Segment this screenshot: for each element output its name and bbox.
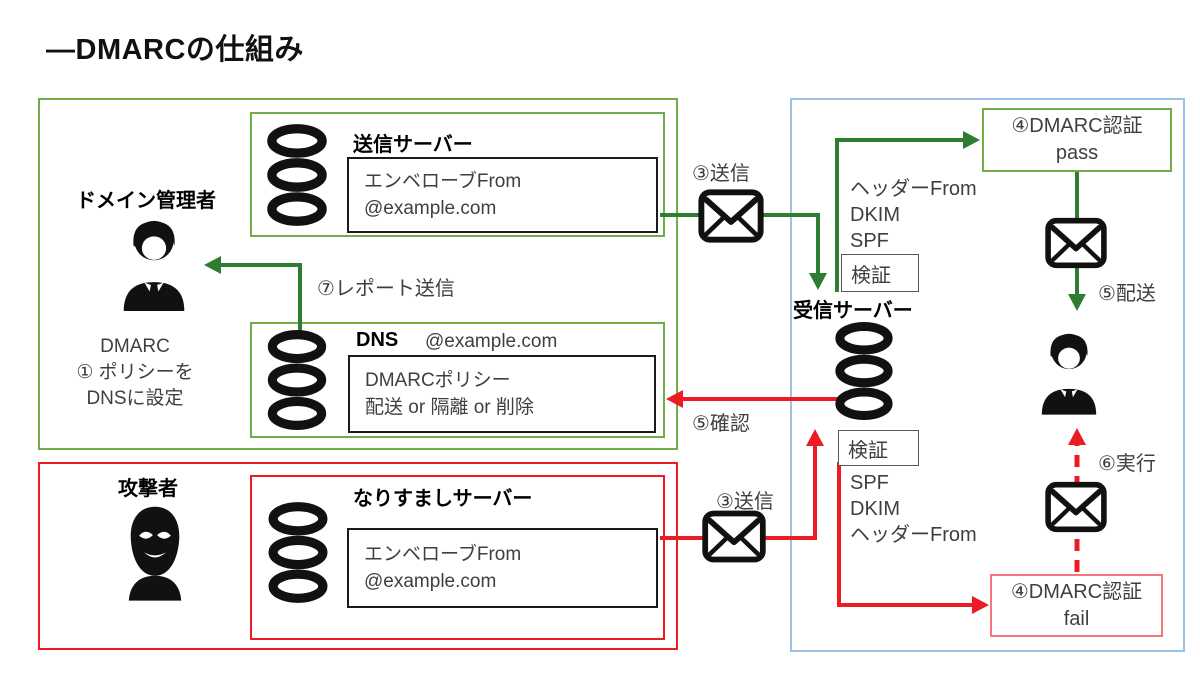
mail-envelope-icon-bottom [702,510,766,563]
mail-envelope-icon-pass [1045,217,1107,269]
envelope-from-line: エンベローブFrom [364,544,522,565]
receiver-panel [790,98,1185,652]
step7-report-label: ⑦レポート送信 [317,278,455,300]
receive-server-label: 受信サーバー [793,300,913,322]
send-server-database-icon [260,123,334,227]
dmarc-pass-box: ④DMARC認証 pass [982,108,1172,172]
dns-database-icon [260,329,334,431]
step3-send-bottom-label: ③送信 [716,491,774,513]
dns-title: DNS [356,329,399,351]
mail-envelope-icon-fail [1045,481,1107,533]
dmarc-pass-line: ④DMARC認証 [1011,115,1143,137]
send-server-title: 送信サーバー [353,134,473,156]
domain-admin-label: ドメイン管理者 [76,190,216,212]
dmarc-fail-result: fail [1063,607,1090,630]
page-title: —DMARCの仕組み [46,34,304,66]
envelope-from-line: エンベローブFrom [364,171,522,192]
step5-deliver-label: ⑤配送 [1098,283,1156,305]
receive-server-database-icon [826,321,902,421]
attacker-mask-icon [120,504,190,602]
send-envelope-from-box: エンベローブFrom @example.com [347,157,658,233]
mail-envelope-icon-top [698,189,764,243]
dmarc-pass-result: pass [1055,142,1099,164]
dmarc-fail-line: ④DMARC認証 [1010,580,1143,603]
verify-top-items: ヘッダーFrom DKIM SPF [850,178,977,252]
step1-set-policy-text: DMARC ① ポリシーを DNSに設定 [76,336,194,409]
spoof-envelope-from-box: エンベローブFrom @example.com [347,528,658,608]
step5-check-label: ⑤確認 [692,413,750,435]
domain-admin-person-icon [115,214,193,314]
dmarc-policy-line: DMARCポリシー [365,370,511,391]
verify-box-top: 検証 [841,254,919,292]
dns-domain: @example.com [425,331,558,352]
envelope-domain-line: @example.com [364,571,497,592]
attacker-panel [38,462,678,650]
spoof-server-database-icon [260,501,336,604]
dmarc-policy-box: DMARCポリシー 配送 or 隔離 or 削除 [348,355,656,433]
verify-box-bottom: 検証 [838,430,919,466]
legitimate-sender-panel [38,98,678,450]
step6-execute-label: ⑥実行 [1098,453,1156,475]
spoof-server-title: なりすましサーバー [353,488,533,510]
envelope-domain-line: @example.com [364,198,497,219]
step3-send-top-label: ③送信 [692,163,750,185]
recipient-person-icon [1035,323,1103,422]
dmarc-policy-options: 配送 or 隔離 or 削除 [365,397,534,418]
attacker-label: 攻撃者 [118,478,178,500]
dmarc-fail-box: ④DMARC認証 fail [990,574,1163,637]
verify-bottom-items: SPF DKIM ヘッダーFrom [850,472,977,546]
